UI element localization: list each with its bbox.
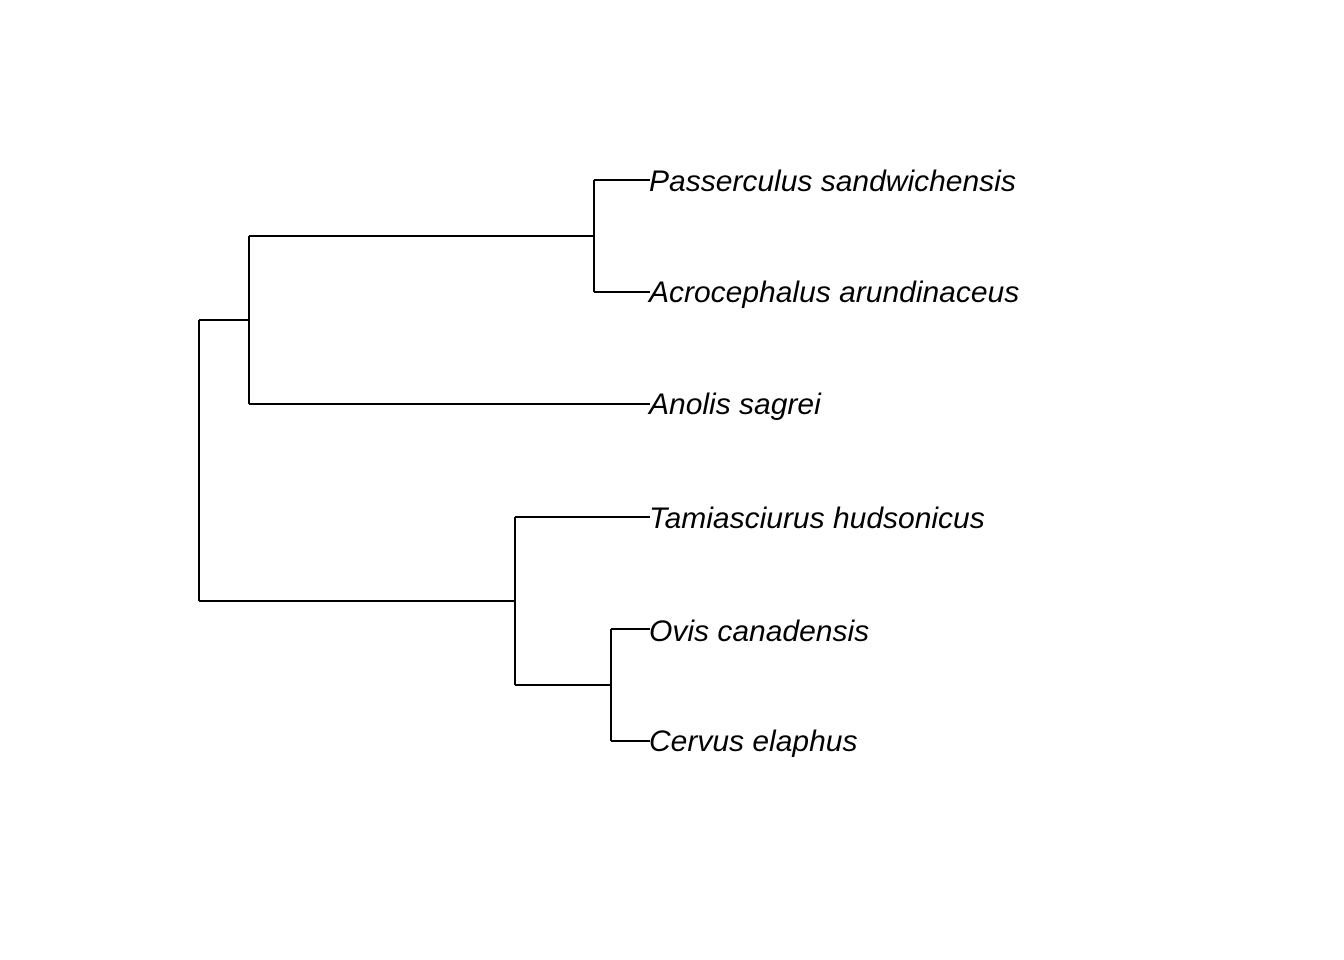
tip-labels: Passerculus sandwichensis Acrocephalus a…	[647, 165, 1019, 758]
tip-label-tamiasciurus: Tamiasciurus hudsonicus	[649, 502, 985, 535]
tip-label-anolis: Anolis sagrei	[647, 388, 822, 421]
tip-label-ovis: Ovis canadensis	[649, 615, 869, 648]
tip-label-acrocephalus: Acrocephalus arundinaceus	[647, 276, 1019, 309]
tip-label-cervus: Cervus elaphus	[649, 725, 857, 758]
tip-label-passerculus: Passerculus sandwichensis	[649, 165, 1016, 198]
tree-branches	[198, 179, 650, 742]
